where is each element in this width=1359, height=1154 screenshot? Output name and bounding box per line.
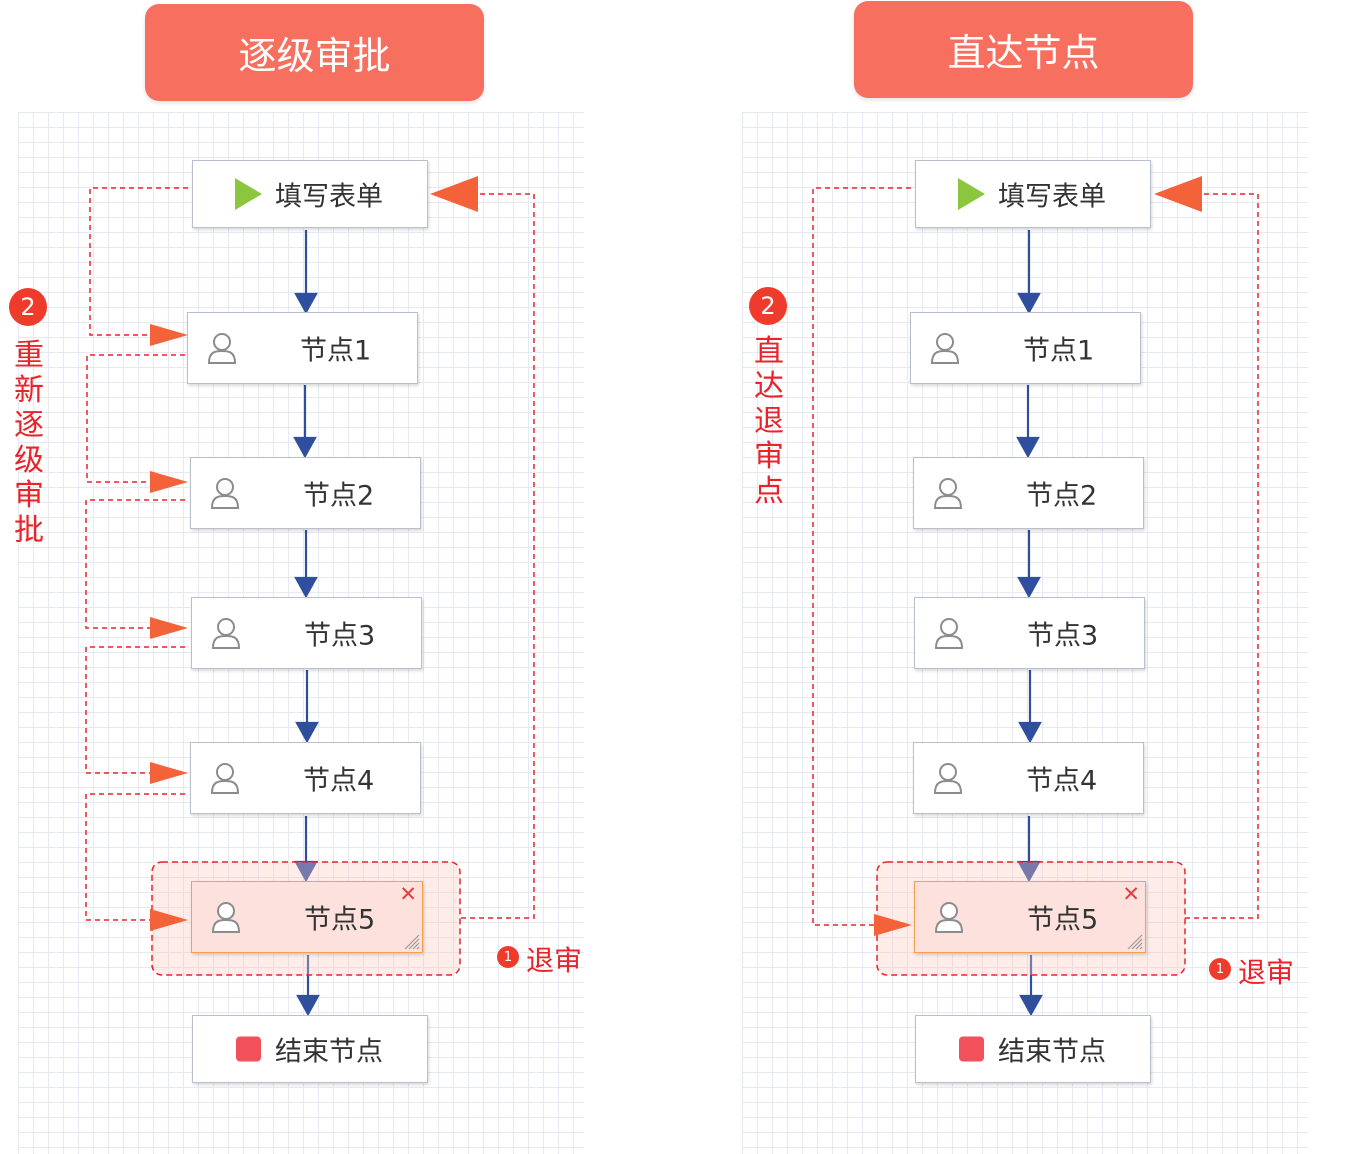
left-step1-badge: 1 [497, 946, 519, 968]
node-label: 节点5 [304, 904, 376, 936]
right-return-paths [812, 187, 1259, 926]
end-node-label: 结束节点 [998, 1036, 1106, 1068]
user-icon [934, 618, 964, 649]
right-arrowheads [874, 176, 1202, 936]
node-label: 节点2 [303, 480, 375, 512]
user-icon [210, 763, 240, 794]
right-step2-badge: 2 [749, 287, 787, 325]
left-step1-text: 退审 [526, 944, 583, 977]
left-node-2[interactable]: 节点2 [190, 457, 421, 529]
close-icon[interactable]: ✕ [1122, 882, 1140, 906]
left-step2-text: 重新逐级审批 [14, 338, 44, 548]
left-start-node[interactable]: 填写表单 [192, 160, 428, 228]
left-arrowheads [150, 176, 478, 931]
right-start-node[interactable]: 填写表单 [915, 160, 1151, 228]
user-icon [207, 333, 237, 364]
left-return-paths [85, 187, 535, 921]
resize-icon[interactable] [1125, 932, 1143, 950]
right-node-5-selected[interactable]: 节点5 ✕ [914, 881, 1146, 953]
node-label: 节点1 [1023, 335, 1095, 367]
right-flow-arrows [1016, 230, 1043, 1017]
left-step2-badge: 2 [9, 288, 47, 326]
right-step1-text: 退审 [1238, 956, 1295, 989]
left-title: 逐级审批 [145, 4, 484, 101]
node-label: 节点4 [303, 765, 375, 797]
right-title: 直达节点 [854, 1, 1193, 98]
right-grid-panel [742, 112, 1308, 1154]
left-node-5-selected[interactable]: 节点5 ✕ [191, 881, 423, 953]
left-node-3[interactable]: 节点3 [191, 597, 422, 669]
resize-icon[interactable] [402, 932, 420, 950]
right-step1-badge: 1 [1209, 958, 1231, 980]
right-node-3[interactable]: 节点3 [914, 597, 1145, 669]
end-node-label: 结束节点 [275, 1036, 383, 1068]
user-icon [933, 763, 963, 794]
play-icon [958, 178, 985, 210]
user-icon [211, 902, 241, 933]
start-node-label: 填写表单 [275, 181, 383, 213]
right-node-2[interactable]: 节点2 [913, 457, 1144, 529]
user-icon [934, 902, 964, 933]
node-label: 节点2 [1026, 480, 1098, 512]
left-end-node[interactable]: 结束节点 [192, 1015, 428, 1083]
user-icon [211, 618, 241, 649]
left-node-4[interactable]: 节点4 [190, 742, 421, 814]
close-icon[interactable]: ✕ [399, 882, 417, 906]
right-step2-text: 直达退审点 [754, 334, 784, 509]
user-icon [933, 478, 963, 509]
node-label: 节点1 [300, 335, 372, 367]
start-node-label: 填写表单 [998, 181, 1106, 213]
right-node-4[interactable]: 节点4 [913, 742, 1144, 814]
stop-icon [959, 1036, 984, 1062]
user-icon [930, 333, 960, 364]
node-label: 节点4 [1026, 765, 1098, 797]
node-label: 节点3 [1027, 620, 1099, 652]
play-icon [235, 178, 262, 210]
user-icon [210, 478, 240, 509]
node-label: 节点3 [304, 620, 376, 652]
node-label: 节点5 [1027, 904, 1099, 936]
left-node-1[interactable]: 节点1 [187, 312, 418, 384]
stop-icon [236, 1036, 261, 1062]
right-end-node[interactable]: 结束节点 [915, 1015, 1151, 1083]
right-node-1[interactable]: 节点1 [910, 312, 1141, 384]
